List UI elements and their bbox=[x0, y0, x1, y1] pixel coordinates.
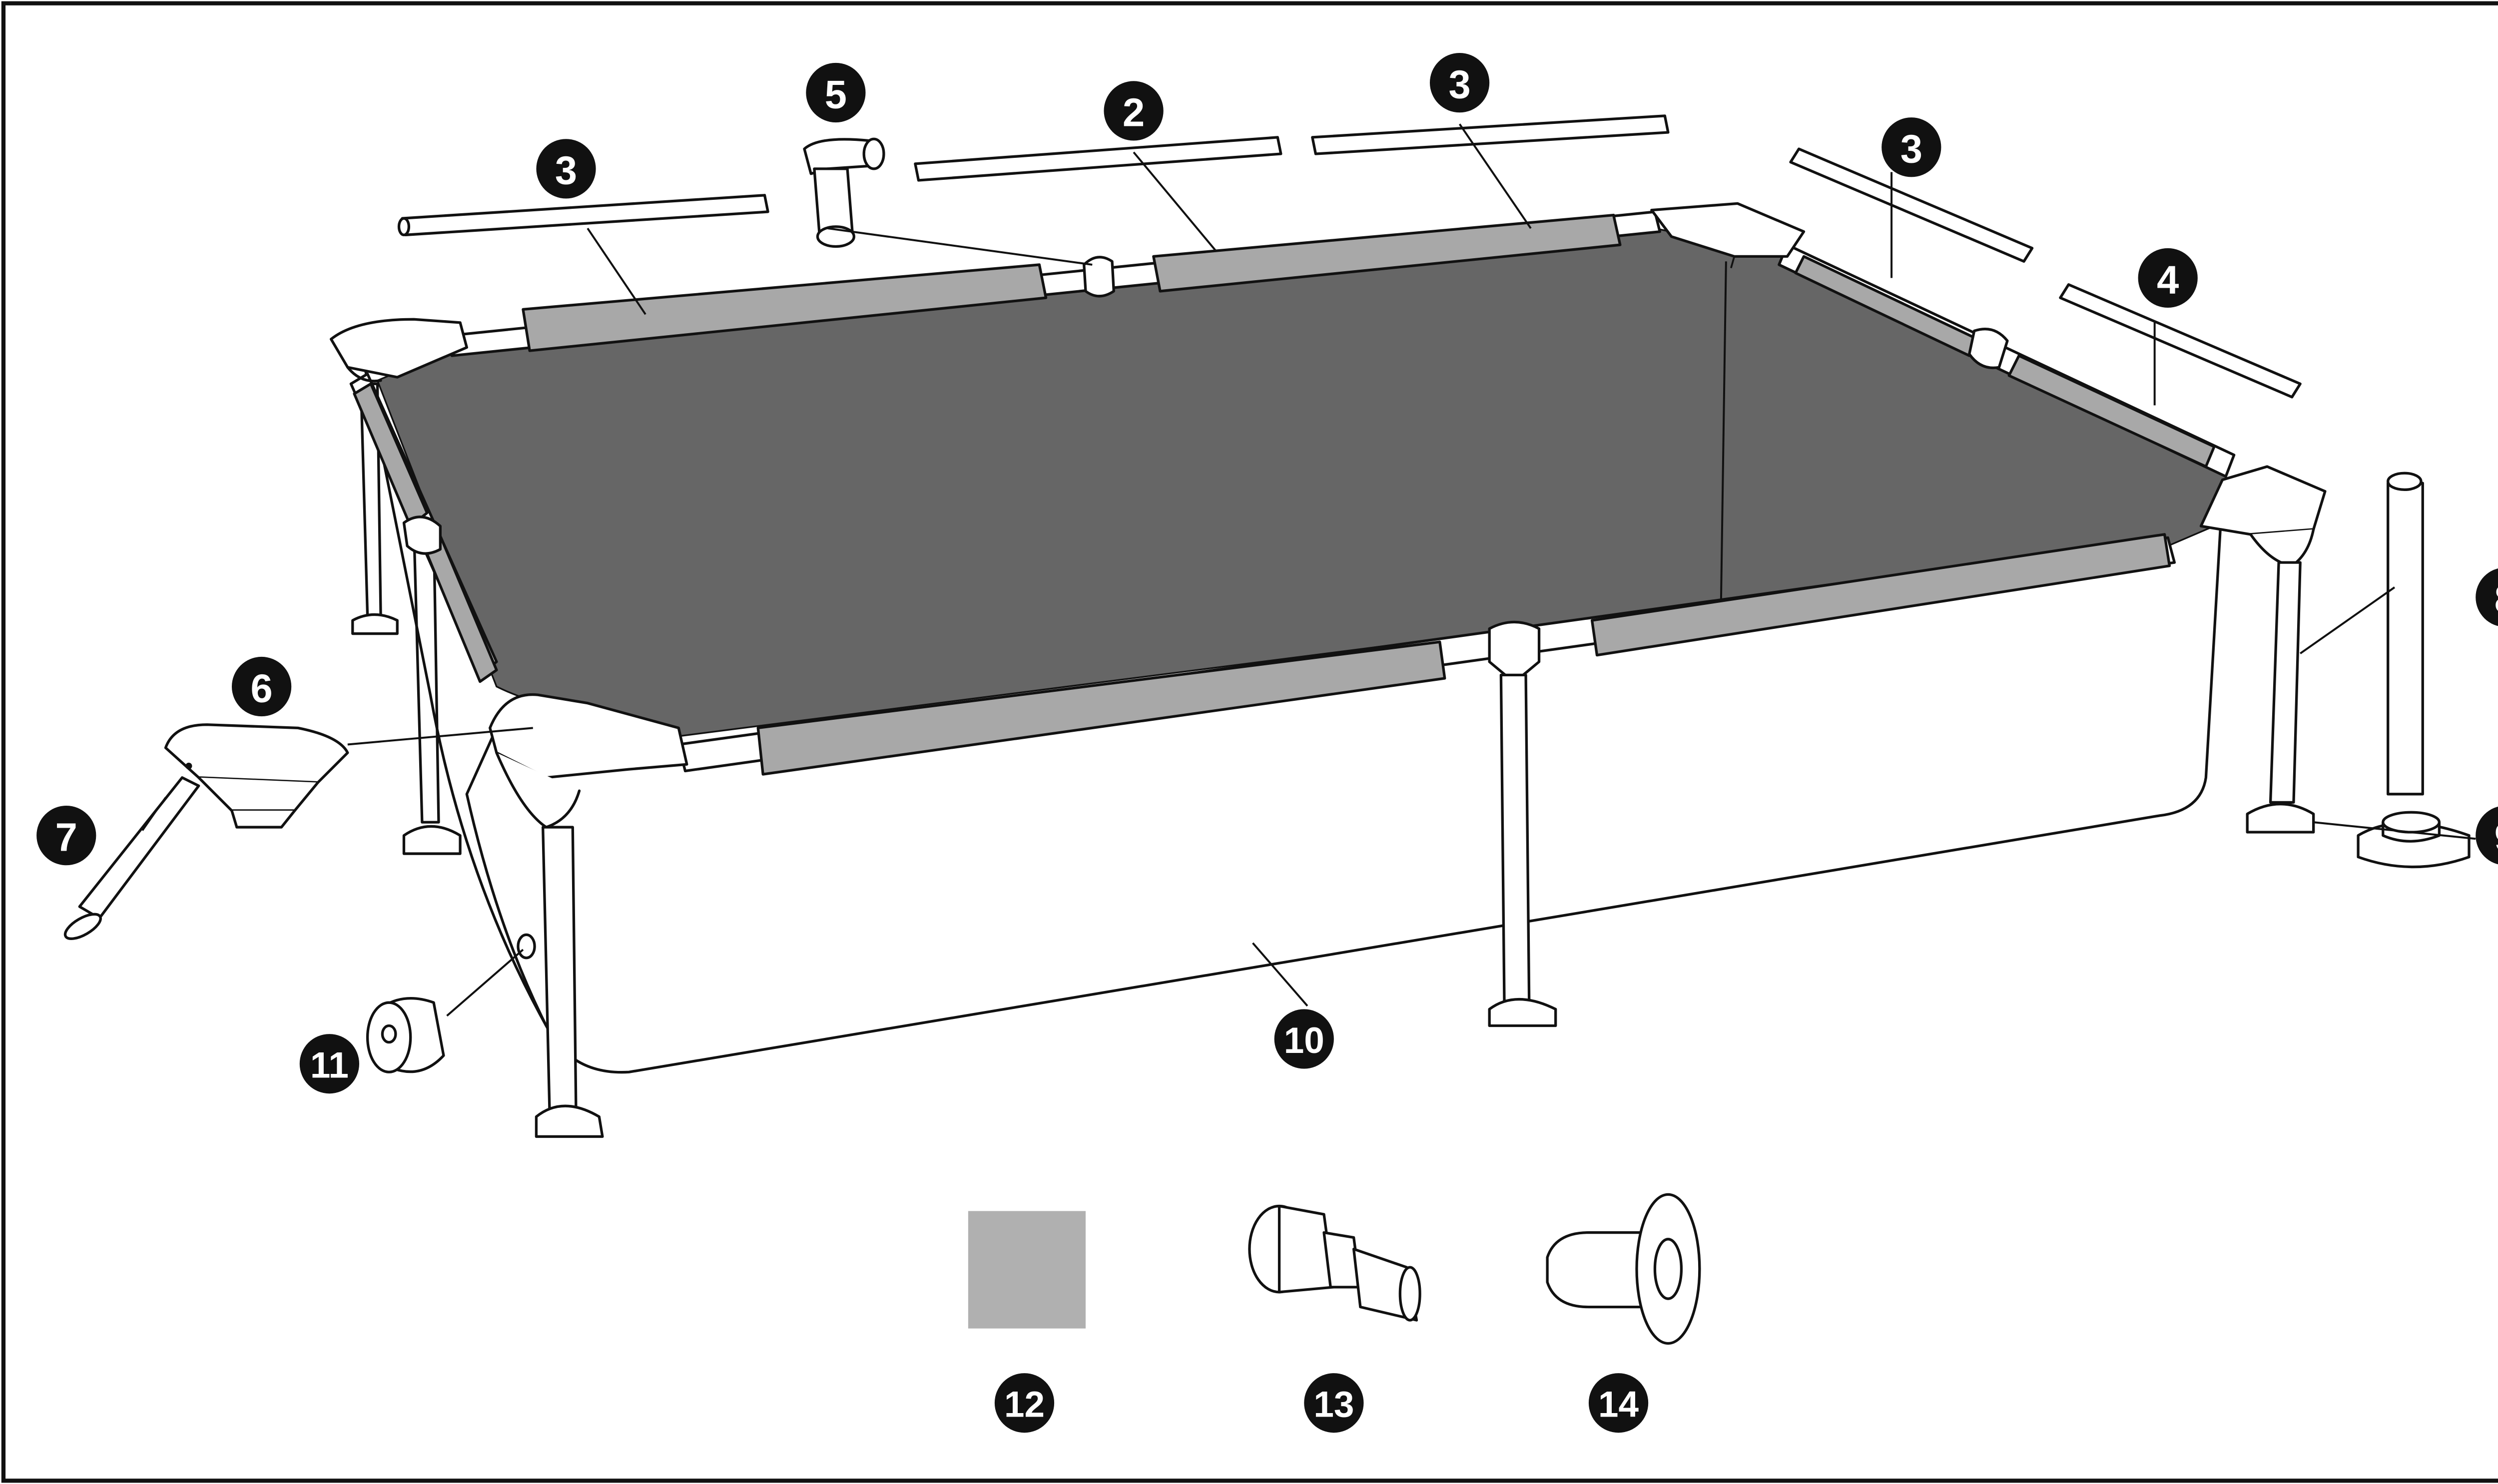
callout-c9: 9 bbox=[2476, 806, 2498, 865]
callout-c13: 13 bbox=[1304, 1373, 1364, 1433]
drain-valve bbox=[517, 933, 536, 960]
callout-number: 3 bbox=[555, 148, 577, 193]
liner-wall-left bbox=[363, 363, 548, 1027]
part-hose-adapter-13 bbox=[1248, 1204, 1421, 1322]
callout-number: 4 bbox=[2157, 257, 2179, 302]
callout-c10: 10 bbox=[1274, 1009, 1334, 1069]
callout-badge bbox=[1588, 1373, 1649, 1433]
callout-number: 8 bbox=[2495, 576, 2498, 621]
sleeve-front-left bbox=[756, 640, 1446, 776]
callout-badge bbox=[2138, 248, 2198, 308]
callout-badge bbox=[1429, 52, 1490, 113]
callout-badge bbox=[36, 806, 96, 866]
t-connector-right bbox=[1968, 328, 2009, 369]
callout-c3a: 3 bbox=[536, 139, 596, 199]
part-strainer-plug-14 bbox=[1546, 1193, 1701, 1345]
callout-c2: 2 bbox=[1104, 81, 1164, 141]
part-corner-joint-6 bbox=[164, 723, 349, 829]
callout-number: 12 bbox=[1004, 1385, 1045, 1425]
pool-assembly bbox=[330, 202, 2327, 1138]
part-rail-3b bbox=[1311, 114, 1670, 155]
part-leg-8 bbox=[2387, 472, 2424, 796]
callout-number: 6 bbox=[250, 666, 272, 710]
loose-parts bbox=[63, 114, 2471, 1345]
part-leg-cap-9 bbox=[2357, 811, 2471, 869]
callout-badge bbox=[806, 62, 866, 123]
callout-number: 9 bbox=[2495, 815, 2498, 859]
leader-lines bbox=[347, 123, 2476, 1017]
callout-c3c: 3 bbox=[1881, 117, 1941, 177]
callout-number: 3 bbox=[1448, 62, 1470, 106]
callout-c6: 6 bbox=[231, 656, 292, 717]
callout-number: 5 bbox=[825, 72, 847, 116]
callout-c7: 7 bbox=[36, 806, 96, 866]
part-rail-3c bbox=[1789, 147, 2034, 263]
corner-joints bbox=[330, 202, 2327, 829]
part-rail-2 bbox=[914, 136, 1282, 182]
part-rail-4 bbox=[2059, 283, 2302, 399]
callout-badge bbox=[2476, 568, 2498, 626]
callout-badge bbox=[536, 139, 596, 199]
callout-c5: 5 bbox=[806, 62, 866, 123]
callout-number: 13 bbox=[1313, 1385, 1354, 1425]
callout-number: 7 bbox=[55, 815, 77, 859]
t-connector-back bbox=[1083, 256, 1116, 298]
callout-number: 2 bbox=[1123, 90, 1145, 135]
callout-number: 11 bbox=[310, 1045, 349, 1086]
part-rail-3a bbox=[397, 194, 769, 236]
sleeve-back-left bbox=[522, 263, 1048, 352]
callout-badge bbox=[231, 656, 292, 717]
callout-badge bbox=[1881, 117, 1941, 177]
sleeve-back-right bbox=[1152, 213, 1622, 293]
part-repair-patch-12 bbox=[968, 1211, 1086, 1329]
callout-number: 3 bbox=[1900, 127, 1922, 171]
callout-c8: 8 bbox=[2476, 568, 2498, 626]
callout-c12: 12 bbox=[994, 1373, 1055, 1433]
callout-badge bbox=[1104, 81, 1164, 141]
sleeve-front-right bbox=[1590, 533, 2171, 657]
part-u-pin-7 bbox=[63, 776, 200, 940]
callout-badge bbox=[299, 1034, 360, 1094]
callout-c4: 4 bbox=[2138, 248, 2198, 308]
part-drain-cap-11 bbox=[366, 997, 445, 1073]
callout-number: 10 bbox=[1284, 1020, 1324, 1061]
callout-c14: 14 bbox=[1588, 1373, 1649, 1433]
callout-number: 14 bbox=[1598, 1385, 1639, 1425]
callout-c11: 11 bbox=[299, 1034, 360, 1094]
callout-badge bbox=[994, 1373, 1055, 1433]
callouts: 3 5 2 3 3 4 8 9 6 7 10 11 12 13 14 bbox=[36, 52, 2498, 1433]
callout-c3b: 3 bbox=[1429, 52, 1490, 113]
callout-badge bbox=[1274, 1009, 1334, 1069]
callout-badge bbox=[1304, 1373, 1364, 1433]
front-legs bbox=[535, 561, 2315, 1138]
callout-badge bbox=[2476, 806, 2498, 865]
